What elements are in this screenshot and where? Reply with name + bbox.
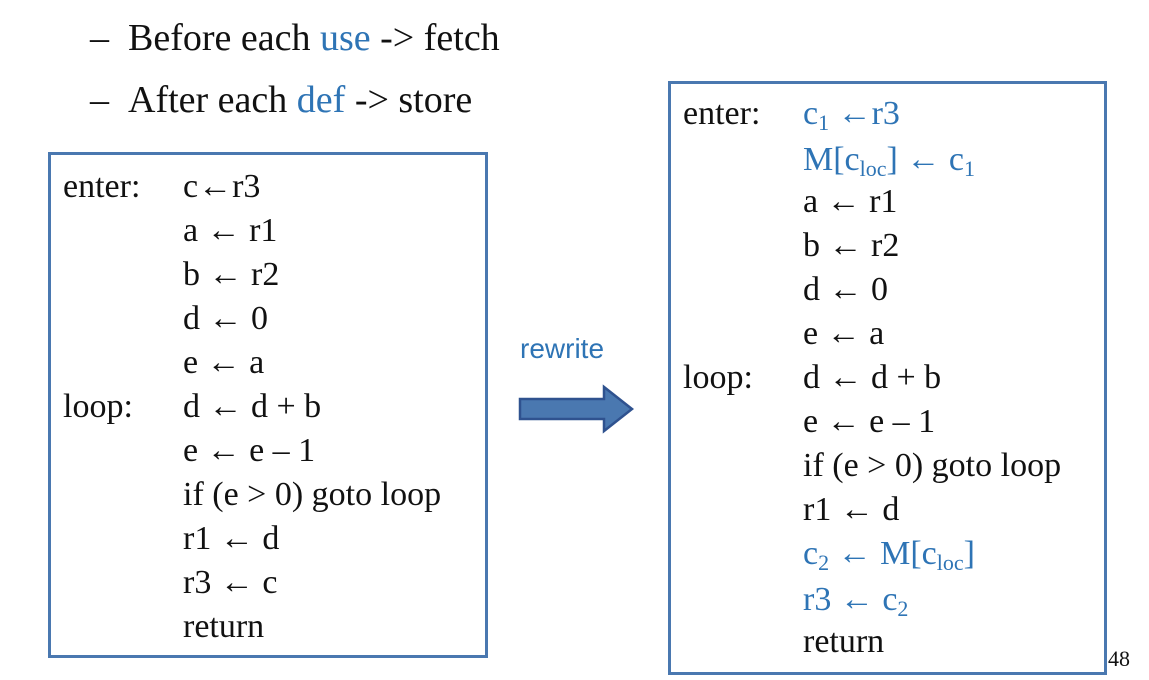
code-text: ← M[c: [829, 535, 937, 572]
code-line: return: [183, 608, 265, 645]
code-line: r1 ← d: [803, 491, 900, 528]
enter-label: enter:: [683, 95, 761, 132]
subscript: 2: [897, 596, 909, 621]
code-line: d ← d + b: [183, 388, 322, 425]
subscript: loc: [859, 156, 887, 181]
code-line: if (e > 0) goto loop: [803, 447, 1062, 484]
bullet-dash: –: [90, 79, 109, 121]
code-line: d ← d + b: [803, 359, 942, 396]
loop-label: loop:: [683, 359, 753, 396]
store-c1-line: M[cloc] ← c1: [803, 140, 975, 180]
code-line: b ← r2: [183, 256, 280, 293]
page-number: 48: [1108, 646, 1130, 671]
code-line: e ← e – 1: [183, 432, 316, 469]
code-line: e ← a: [803, 315, 885, 352]
enter-label: enter:: [63, 168, 141, 205]
code-text: M[c: [803, 141, 860, 178]
code-text: ] ← c: [886, 141, 964, 178]
fetch-c2-line: c2 ← M[cloc]: [803, 534, 975, 574]
code-line: c←r3: [183, 168, 261, 205]
bullet-text-post: -> store: [345, 79, 473, 121]
code-line: if (e > 0) goto loop: [183, 476, 442, 513]
code-text: r3 ← c: [803, 581, 898, 618]
bullet-text-post: -> fetch: [370, 17, 500, 59]
right-arrow-icon: [518, 384, 635, 434]
code-line: b ← r2: [803, 227, 900, 264]
bullet-keyword: def: [296, 79, 346, 121]
rewrite-label: rewrite: [520, 333, 605, 364]
rewritten-code-box: enter: c1 ←r3 M[cloc] ← c1 a ← r1 b ← r2…: [668, 81, 1107, 675]
subscript: 1: [963, 156, 975, 181]
r3-restore-line: r3 ← c2: [803, 580, 908, 620]
code-line: a ← r1: [803, 183, 898, 220]
code-text: ←r3: [829, 95, 900, 132]
code-text: ]: [963, 535, 975, 572]
original-code-box: enter: c←r3 a ← r1 b ← r2 d ← 0 e ← a lo…: [48, 152, 488, 658]
code-line: e ← a: [183, 344, 265, 381]
code-line: return: [803, 623, 885, 660]
code-line: e ← e – 1: [803, 403, 936, 440]
code-line: r3 ← c: [183, 564, 278, 601]
bullet-use-fetch: –Before each use -> fetch: [90, 16, 500, 60]
bullet-keyword: use: [320, 17, 371, 59]
bullet-def-store: –After each def -> store: [90, 78, 472, 122]
code-line: d ← 0: [803, 271, 888, 308]
code-line: r1 ← d: [183, 520, 280, 557]
subscript: 2: [818, 550, 830, 575]
bullet-text-pre: Before each: [128, 17, 320, 59]
fetch-c1-line: c1 ←r3: [803, 94, 900, 134]
code-line: a ← r1: [183, 212, 278, 249]
subscript: 1: [818, 110, 830, 135]
subscript: loc: [936, 550, 964, 575]
code-line: d ← 0: [183, 300, 268, 337]
var-c: c: [803, 535, 819, 572]
loop-label: loop:: [63, 388, 133, 425]
var-c: c: [803, 95, 819, 132]
bullet-text-pre: After each: [128, 79, 297, 121]
bullet-dash: –: [90, 17, 109, 59]
